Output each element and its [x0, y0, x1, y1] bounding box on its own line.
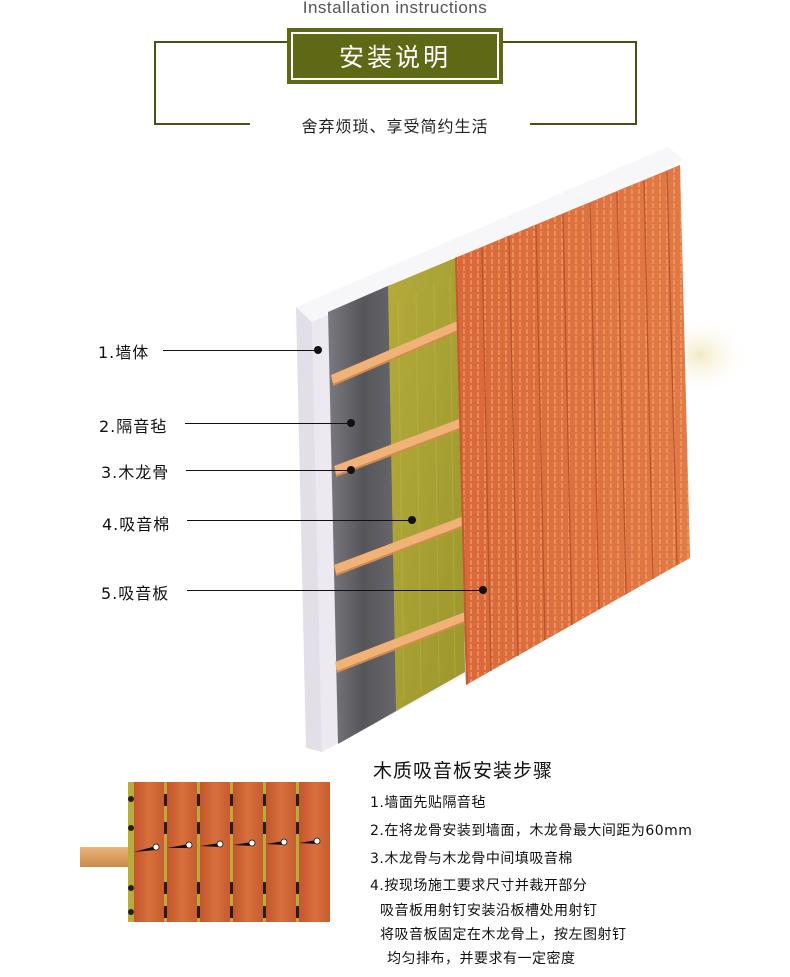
keel-rod [80, 847, 132, 867]
marker-keel [347, 466, 355, 474]
frame-top-right [502, 41, 637, 43]
leader-board [187, 590, 482, 591]
wall-layers-illustration [296, 147, 750, 752]
label-board: 5.吸音板 [101, 584, 170, 603]
nail-layout-illustration [80, 782, 330, 922]
marker-felt [347, 419, 355, 427]
step-item: 均匀排布，并要求有一定密度 [387, 951, 576, 967]
leader-keel [186, 470, 349, 471]
cotton-texture [397, 276, 456, 701]
nails [134, 837, 321, 852]
felt-layer [328, 285, 398, 744]
frame-top-left [154, 41, 288, 43]
step-item: 3.木龙骨与木龙骨中间填吸音棉 [370, 851, 573, 867]
leader-felt [185, 423, 349, 424]
keel-layer [331, 320, 465, 673]
marker-wall [314, 346, 322, 354]
frame-right [635, 41, 637, 125]
frame-left [154, 41, 156, 125]
frame-bottom-left [154, 123, 250, 125]
title-badge: 安装说明 [287, 28, 503, 84]
page-title: 安装说明 [338, 43, 451, 72]
board-slots [128, 794, 299, 918]
board-planks [134, 782, 330, 922]
step-item: 将吸音板固定在木龙骨上，按左图射钉 [380, 927, 627, 943]
step-item: 吸音板用射钉安装沿板槽处用射钉 [380, 903, 598, 919]
steps-title: 木质吸音板安装步骤 [373, 760, 554, 782]
step-item: 4.按现场施工要求尺寸并裁开部分 [370, 878, 588, 894]
label-wall: 1.墙体 [98, 343, 150, 362]
label-keel: 3.木龙骨 [101, 463, 170, 482]
step-item: 1.墙面先贴隔音毡 [370, 795, 486, 811]
english-title: Installation instructions [302, 0, 488, 17]
marker-cotton [408, 516, 416, 524]
leader-wall [163, 350, 317, 351]
slogan: 舍弃烦琐、享受简约生活 [301, 117, 489, 136]
leader-cotton [187, 520, 411, 521]
label-felt: 2.隔音毡 [99, 417, 168, 436]
cotton-layer [388, 256, 465, 711]
step-item: 2.在将龙骨安装到墙面，木龙骨最大间距为60mm [370, 823, 693, 839]
marker-board [479, 586, 487, 594]
frame-bottom-right [530, 123, 637, 125]
label-cotton: 4.吸音棉 [102, 515, 171, 534]
board-layer [455, 165, 690, 685]
